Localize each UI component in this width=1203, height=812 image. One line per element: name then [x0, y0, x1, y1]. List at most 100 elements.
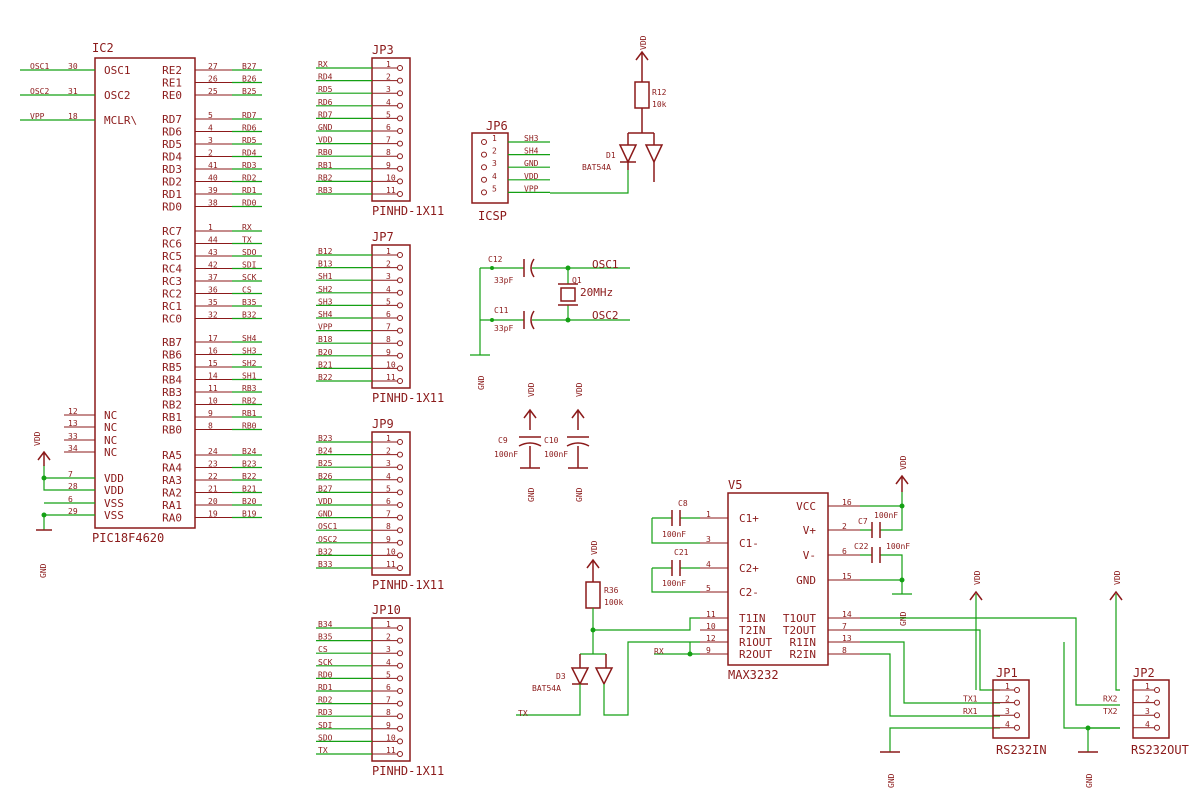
ic2-right-net-label: B26 [242, 75, 257, 84]
pin-socket-icon [397, 552, 403, 559]
gnd-label: GND [899, 611, 908, 626]
header-pin-number: 2 [386, 447, 391, 456]
jp6-net-label: VPP [524, 184, 539, 193]
pin-socket-icon [397, 650, 403, 657]
u5-left-pin-name: T2IN [739, 624, 766, 637]
header-net-label: VDD [318, 136, 333, 145]
ic2-left-pin-name: MCLR\ [104, 114, 137, 127]
header-pin-number: 9 [386, 535, 391, 544]
u5-value: MAX3232 [728, 668, 779, 682]
header-net-label: CS [318, 645, 328, 654]
vdd-arrow-icon [895, 474, 909, 492]
header-net-label: B33 [318, 560, 333, 569]
c22-name: C22 [854, 542, 869, 551]
header-pin-number: 7 [386, 136, 391, 145]
header-pin-number: 2 [386, 633, 391, 642]
header-body [371, 617, 411, 762]
u5-left-pin-name: C1+ [739, 512, 759, 525]
pin-socket-icon [397, 365, 403, 372]
header-net-label: B24 [318, 447, 333, 456]
pin-socket-icon [397, 502, 403, 508]
jp6-name: JP6 [486, 119, 508, 133]
r36-wire [580, 608, 700, 655]
vdd-arrow-icon [571, 408, 585, 430]
jp2-name: JP2 [1133, 666, 1155, 680]
header-pin-number: 3 [386, 459, 391, 468]
ic2-right-net-label: RD6 [242, 124, 257, 133]
header-net-label: TX [318, 746, 328, 755]
header-pin-number: 4 [386, 98, 391, 107]
ic2-right-pin-name: RB3 [162, 386, 182, 399]
ic2-left-pin-name: OSC1 [104, 64, 131, 77]
header-net-label: B32 [318, 547, 333, 556]
pin-socket-icon [397, 252, 403, 258]
ic2-right-pin-number: 32 [208, 311, 218, 320]
header-pin-number: 4 [1145, 720, 1150, 729]
d1-name: D1 [606, 151, 616, 160]
r12-body [634, 81, 650, 109]
ic2-right-pin-name: RE0 [162, 89, 182, 102]
header-pin-number: 10 [386, 547, 396, 556]
junction [490, 266, 494, 270]
pin-socket-icon [397, 464, 403, 471]
pin-socket-icon [397, 340, 403, 347]
c7-value: 100nF [874, 511, 898, 520]
header-pin-number: 1 [1005, 682, 1010, 691]
junction [41, 475, 47, 481]
u5-right-pin-name: V+ [803, 524, 817, 537]
header-name: JP10 [372, 603, 401, 617]
pin-socket-icon [397, 128, 403, 134]
vdd-arrow-icon [523, 408, 537, 430]
header-pin-number: 11 [386, 746, 396, 755]
u5-right-pin-name: R2IN [790, 648, 817, 661]
ic2-left-pin-number: 30 [68, 62, 78, 71]
u5-right-pin-number: 16 [842, 498, 852, 507]
jp6-net-label: SH3 [524, 134, 539, 143]
ic2-right-net-label: RB2 [242, 397, 257, 406]
ic2-right-net-label: RX [242, 223, 252, 232]
header-pin-number: 1 [1145, 682, 1150, 691]
d1-diode-a-icon [618, 144, 638, 164]
u5-right-pin-number: 6 [842, 547, 847, 556]
junction [565, 317, 571, 323]
ic2-right-pin-name: RA3 [162, 474, 182, 487]
ic2-right-net-label: RB3 [242, 384, 257, 393]
pin-socket-icon [397, 700, 403, 707]
ic2-right-net-label: RD2 [242, 174, 257, 183]
pin-socket-icon [397, 153, 403, 160]
pin-socket-icon [397, 738, 403, 745]
ic2-right-pin-name: RD2 [162, 176, 182, 189]
d3-name: D3 [556, 672, 566, 681]
jp6-body [471, 132, 509, 204]
junction [590, 627, 596, 633]
header-body [371, 57, 411, 202]
pin-socket-icon [1154, 724, 1160, 731]
u5-right-pin-number: 7 [842, 622, 847, 631]
header-pin-number: 2 [1005, 695, 1010, 704]
jp2-value: RS232OUT [1131, 743, 1189, 757]
c21-name: C21 [674, 548, 689, 557]
ic2-right-pin-name: RD5 [162, 138, 182, 151]
u5-left-pin-name: C1- [739, 537, 759, 550]
d1-diode-b-icon [644, 144, 664, 164]
header-net-label: OSC1 [318, 522, 337, 531]
ic2-right-net-label: TX [242, 236, 252, 245]
pin-socket-icon [397, 302, 403, 309]
pin-socket-icon [481, 189, 487, 196]
header-value: PINHD-1X11 [372, 764, 444, 778]
ic2-left-pin-name: NC [104, 446, 117, 459]
decoupling-group: VDD VDD C9 100nF C10 100nF GND GND [494, 382, 590, 502]
pin-socket-icon [397, 178, 403, 185]
header-pin-number: 3 [1005, 707, 1010, 716]
u5-left-pin-number: 9 [706, 646, 711, 655]
header-net-label: TX2 [1103, 707, 1118, 716]
header-net-label: B25 [318, 459, 333, 468]
ic2-right-pin-number: 1 [208, 223, 213, 232]
ic2-right-pin-number: 9 [208, 409, 213, 418]
gnd-label: GND [575, 487, 584, 502]
